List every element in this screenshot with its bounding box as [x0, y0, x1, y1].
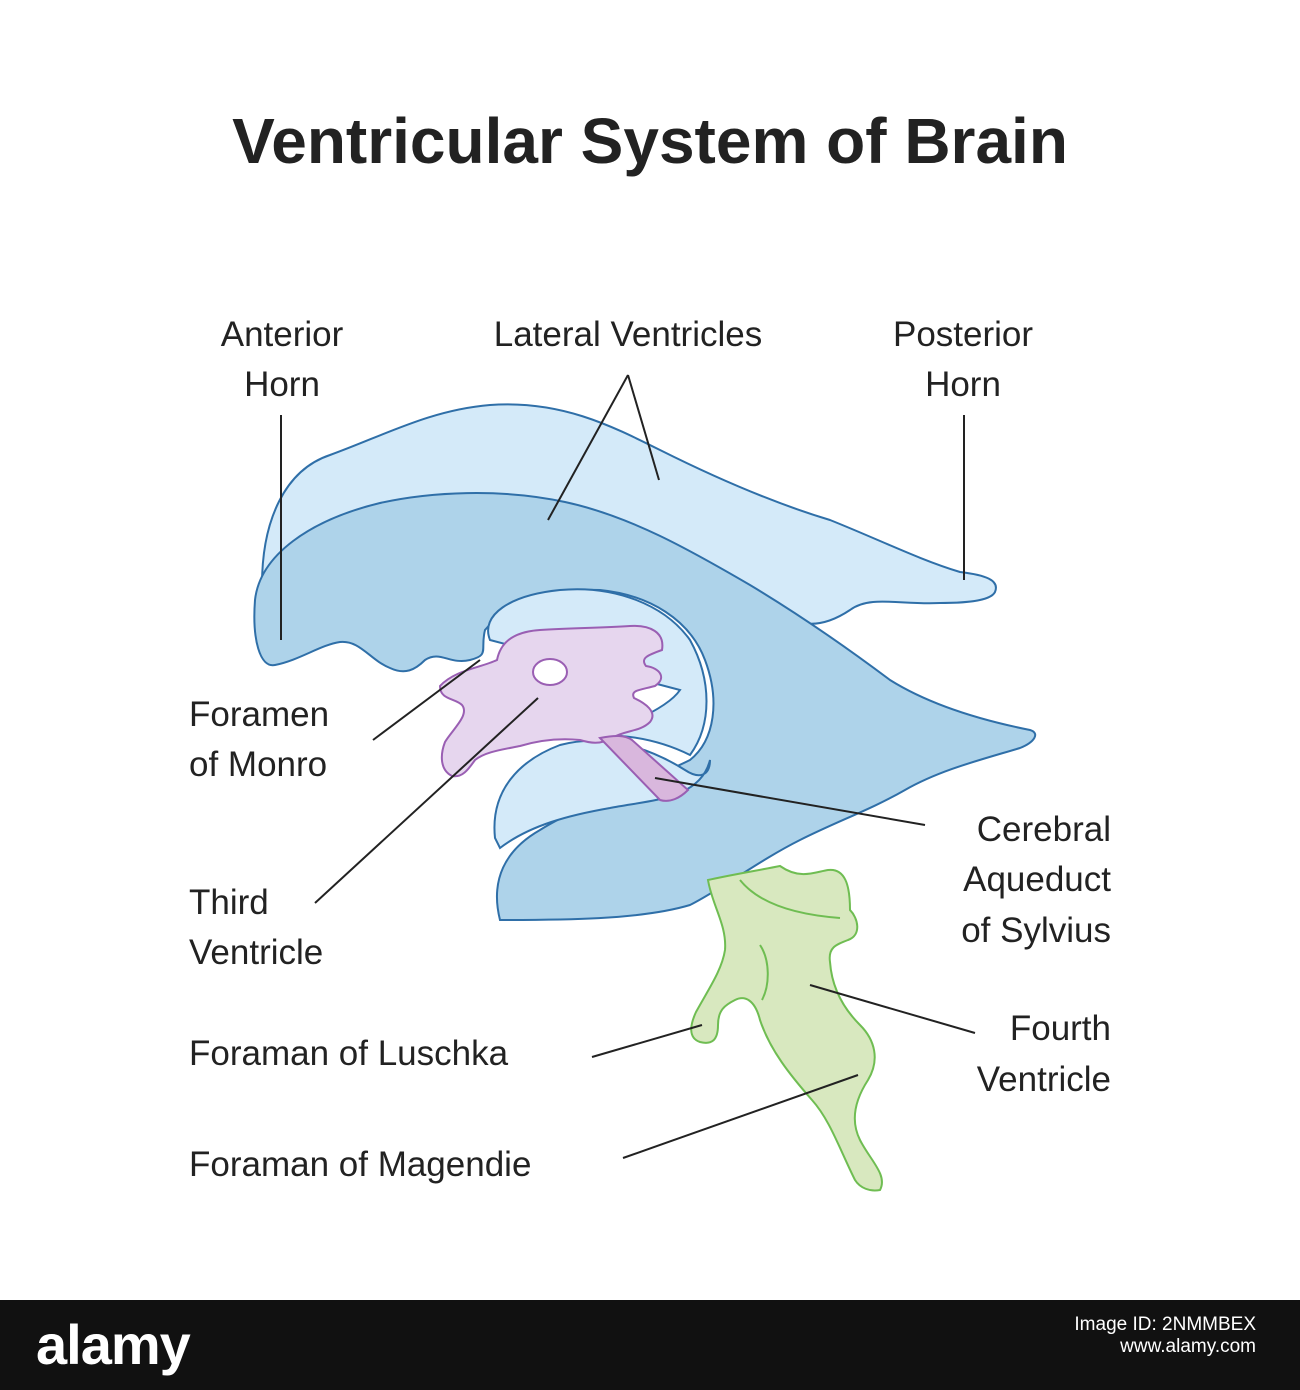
leader-third-ventricle [314, 697, 539, 904]
label-foramen-monro-line2: of Monro [189, 745, 327, 784]
label-cerebral-aqueduct-line3: of Sylvius [961, 911, 1111, 950]
label-anterior-horn-line2: Horn [244, 365, 320, 404]
leader-lateral-ventricles-1 [547, 374, 629, 521]
image-id-block: Image ID: 2NMMBEX www.alamy.com [1074, 1314, 1256, 1358]
label-third-ventricle-line2: Ventricle [189, 933, 323, 972]
label-cerebral-aqueduct-line1: Cerebral [977, 810, 1111, 849]
label-fourth-ventricle-line1: Fourth [1010, 1009, 1111, 1048]
leader-foramen-luschka [591, 1024, 703, 1058]
label-foramen-magendie: Foraman of Magendie [189, 1145, 531, 1184]
lateral-ventricle-main [253, 492, 1037, 922]
label-third-ventricle-line1: Third [189, 883, 269, 922]
interthalamic-adhesion [532, 658, 568, 686]
leader-lateral-ventricles-2 [627, 374, 660, 481]
alamy-logo: alamy [36, 1313, 191, 1376]
label-posterior-horn-line2: Horn [925, 365, 1001, 404]
fourth-ventricle [690, 864, 883, 1192]
leader-foramen-magendie [622, 1074, 859, 1159]
leader-fourth-ventricle [809, 984, 976, 1034]
image-id: Image ID: 2NMMBEX [1074, 1314, 1256, 1335]
label-posterior-horn-line1: Posterior [893, 315, 1033, 354]
site-url: www.alamy.com [1120, 1336, 1256, 1357]
fourth-ventricle-inner-line [739, 879, 841, 1001]
label-foramen-monro-line1: Foramen [189, 695, 329, 734]
label-lateral-ventricles: Lateral Ventricles [494, 315, 762, 354]
label-foramen-luschka: Foraman of Luschka [189, 1034, 509, 1073]
cerebral-aqueduct [598, 734, 690, 802]
label-cerebral-aqueduct-line2: Aqueduct [963, 860, 1111, 899]
label-anterior-horn-line1: Anterior [221, 315, 344, 354]
label-fourth-ventricle-line2: Ventricle [977, 1060, 1111, 1099]
page-title: Ventricular System of Brain [232, 105, 1068, 177]
leader-cerebral-aqueduct [654, 777, 926, 826]
ventricular-system-diagram: Ventricular System of Brain Anterior Hor… [189, 105, 1111, 1192]
footer-bar: alamy Image ID: 2NMMBEX www.alamy.com [0, 1300, 1300, 1390]
leader-foramen-monro [372, 659, 481, 741]
